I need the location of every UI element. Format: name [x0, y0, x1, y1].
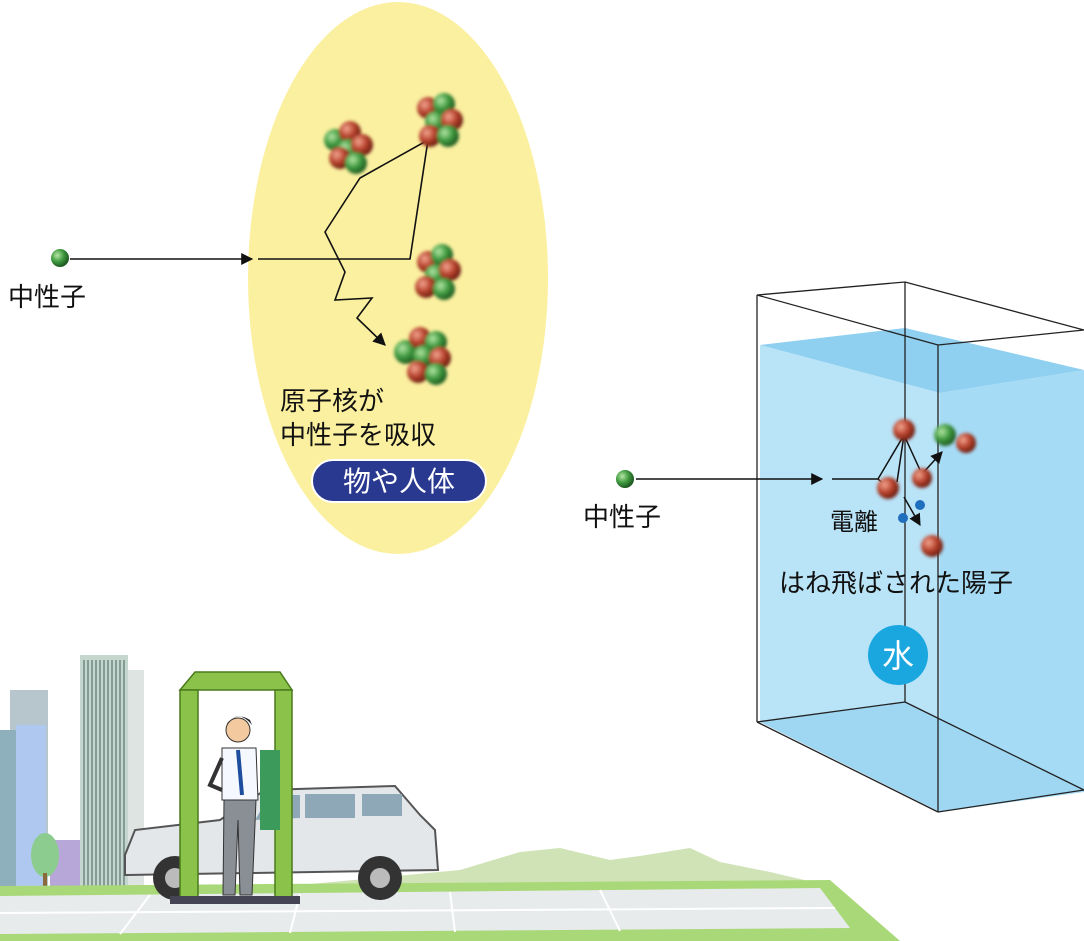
nucleus-1	[324, 121, 373, 174]
ionization-label: 電離	[830, 508, 878, 536]
nucleus-2	[417, 93, 463, 147]
absorb-label-line2: 中性子を吸収	[280, 421, 436, 451]
right-neutron-label: 中性子	[583, 503, 661, 533]
body-ellipse	[248, 2, 548, 554]
nucleus-3	[415, 244, 461, 300]
water-side	[940, 370, 1084, 812]
street-scene	[0, 655, 900, 941]
water-badge	[868, 625, 928, 685]
tree-trunk	[43, 873, 47, 889]
water-bottom	[760, 702, 1084, 812]
absorb-label-line1: 原子核が	[280, 387, 384, 417]
proton	[893, 419, 915, 441]
ejected-proton-label: はね飛ばされた陽子	[779, 569, 1013, 599]
water-badge-label: 水	[882, 637, 914, 675]
recoil-nucleus	[956, 433, 976, 453]
person-on-phone	[207, 716, 259, 896]
electron	[898, 513, 908, 523]
body-badge-label: 物や人体	[343, 465, 455, 498]
scattered-neutron	[934, 424, 956, 446]
incoming-neutron	[51, 249, 69, 267]
nucleus-absorbing	[394, 327, 451, 385]
left-neutron-label: 中性子	[8, 283, 86, 313]
tree	[31, 833, 59, 877]
proton	[912, 468, 932, 488]
tower-stripes	[83, 660, 125, 888]
phone-booth	[170, 671, 300, 904]
hills	[300, 848, 830, 890]
body-badge	[311, 459, 487, 503]
water-tank-diagram: 中性子 電離 はね飛ばされた陽子 水	[583, 281, 1084, 813]
incoming-neutron	[616, 470, 634, 488]
ejected-proton	[921, 535, 943, 557]
proton	[877, 477, 899, 499]
water-top	[760, 328, 1084, 393]
electron	[915, 500, 925, 510]
water-front	[760, 345, 940, 812]
body-absorption-diagram: 中性子	[8, 2, 548, 554]
scattering-path	[258, 138, 430, 346]
